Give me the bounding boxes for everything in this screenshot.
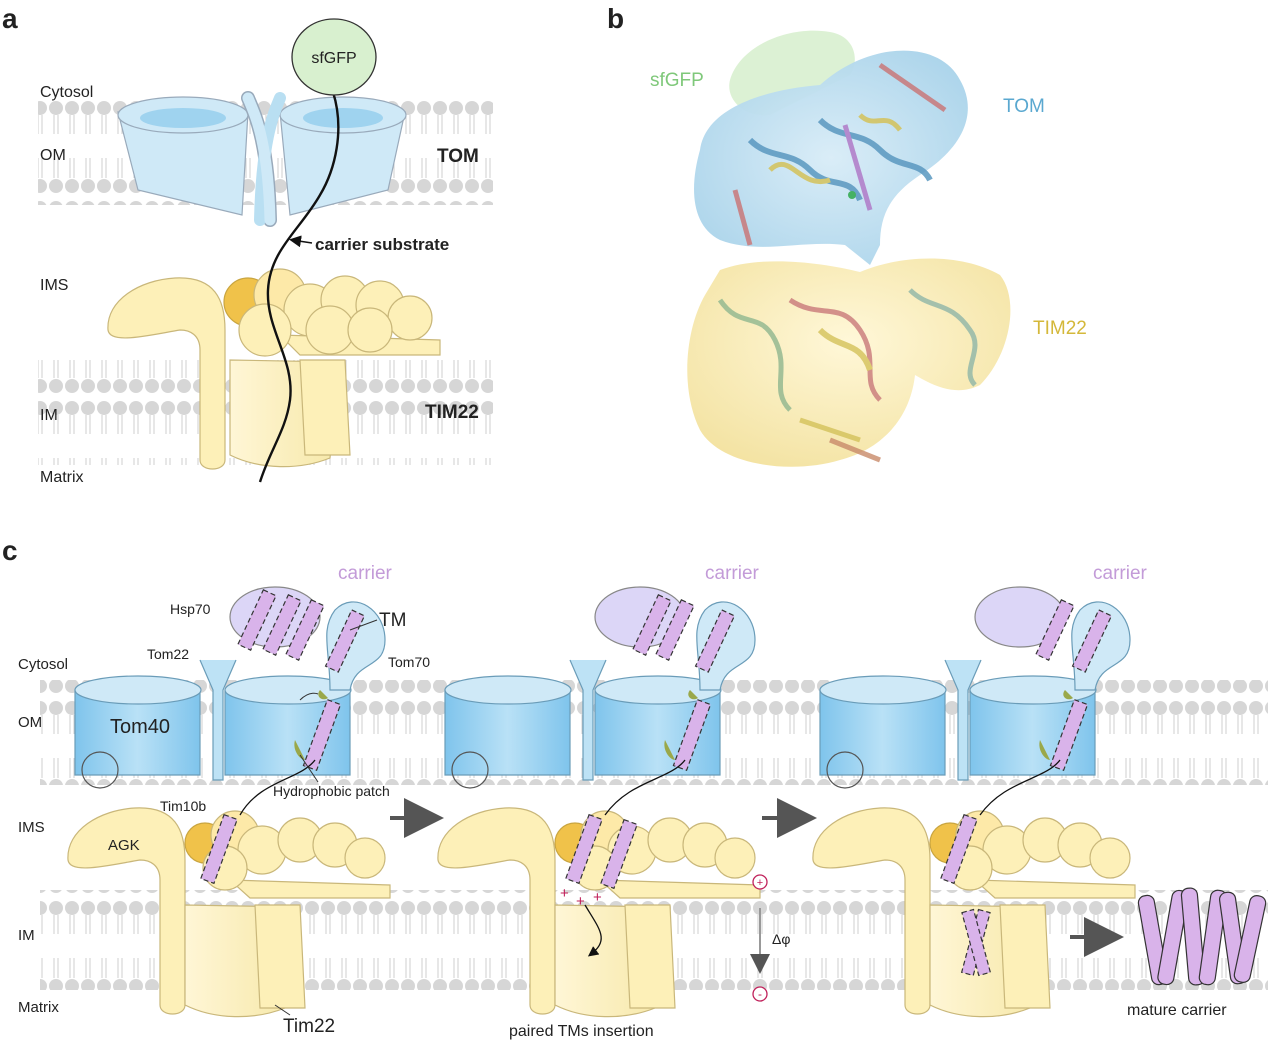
substrate-pointer (289, 235, 313, 248)
stage-1 (67, 586, 391, 1018)
tom-density (694, 50, 968, 265)
label-cytosol: Cytosol (40, 84, 93, 101)
label-ims: IMS (40, 277, 68, 294)
plus-charge-label: + (757, 877, 763, 889)
label-im: IM (40, 407, 58, 424)
c-label-paired-insertion: paired TMs insertion (509, 1023, 654, 1040)
label-b-tom: TOM (1003, 96, 1045, 117)
label-om: OM (40, 147, 66, 164)
sfgfp-blob (291, 18, 377, 96)
panel-c-letter: c (2, 535, 18, 566)
plus-sign-1: + (560, 885, 569, 902)
stage-3 (812, 586, 1136, 1018)
label-matrix: Matrix (40, 469, 84, 486)
c-label-hsp70: Hsp70 (170, 601, 211, 617)
tim22-complex (107, 268, 441, 470)
panel-c: c Cytosol OM IMS IM Matrix (2, 535, 1268, 1040)
delta-phi-label: Δφ (772, 931, 790, 947)
plus-sign-2: + (576, 893, 585, 910)
tm-pointer (349, 619, 378, 631)
label-carrier-substrate: carrier substrate (315, 235, 449, 254)
tom-atomic-model (732, 62, 947, 246)
c-label-tim10b: Tim10b (160, 798, 206, 814)
carrier-substrate-chain (258, 91, 340, 483)
c-label-cytosol: Cytosol (18, 656, 68, 673)
c-label-carrier-3: carrier (1093, 563, 1148, 584)
minus-charge-label: - (758, 987, 762, 1001)
c-label-carrier-2: carrier (705, 563, 760, 584)
stage-2 (437, 586, 761, 1018)
patch-pointer (299, 754, 319, 783)
tim22-atomic-model (717, 288, 978, 463)
c-label-tom40: Tom40 (110, 716, 170, 738)
c-label-tm: TM (379, 610, 406, 631)
panel-a: a Cytosol OM IMS IM Matrix TOM (2, 3, 493, 486)
panel-b-letter: b (607, 3, 624, 34)
mature-carrier-icon (1137, 887, 1267, 986)
panel-b: b sfGFP TOM TIM22 (607, 3, 1087, 467)
c-label-carrier-1: carrier (338, 563, 393, 584)
label-b-sfgfp: sfGFP (650, 70, 704, 91)
label-sfgfp: sfGFP (311, 50, 356, 67)
c-label-mature-carrier: mature carrier (1127, 1002, 1227, 1019)
label-tim22: TIM22 (425, 402, 479, 423)
sfgfp-density (729, 30, 855, 116)
tim22-density (687, 258, 1011, 467)
tim22-pointer (274, 1004, 291, 1016)
c-label-matrix: Matrix (18, 999, 59, 1016)
minus-charge-icon (752, 986, 768, 1002)
c-label-agk: AGK (108, 837, 140, 854)
c-label-tim22: Tim22 (283, 1016, 335, 1037)
c-label-tom70: Tom70 (388, 654, 430, 670)
c-label-ims: IMS (18, 819, 45, 836)
label-b-tim22: TIM22 (1033, 318, 1087, 339)
label-tom: TOM (437, 146, 479, 167)
plus-sign-3: + (593, 889, 602, 906)
panel-a-letter: a (2, 3, 18, 34)
c-label-tom22: Tom22 (147, 646, 189, 662)
c-label-om: OM (18, 714, 42, 731)
c-label-hydrophobic-patch: Hydrophobic patch (273, 783, 390, 799)
tom-complex (117, 91, 407, 227)
plus-charge-icon (752, 874, 768, 890)
c-label-im: IM (18, 927, 35, 944)
